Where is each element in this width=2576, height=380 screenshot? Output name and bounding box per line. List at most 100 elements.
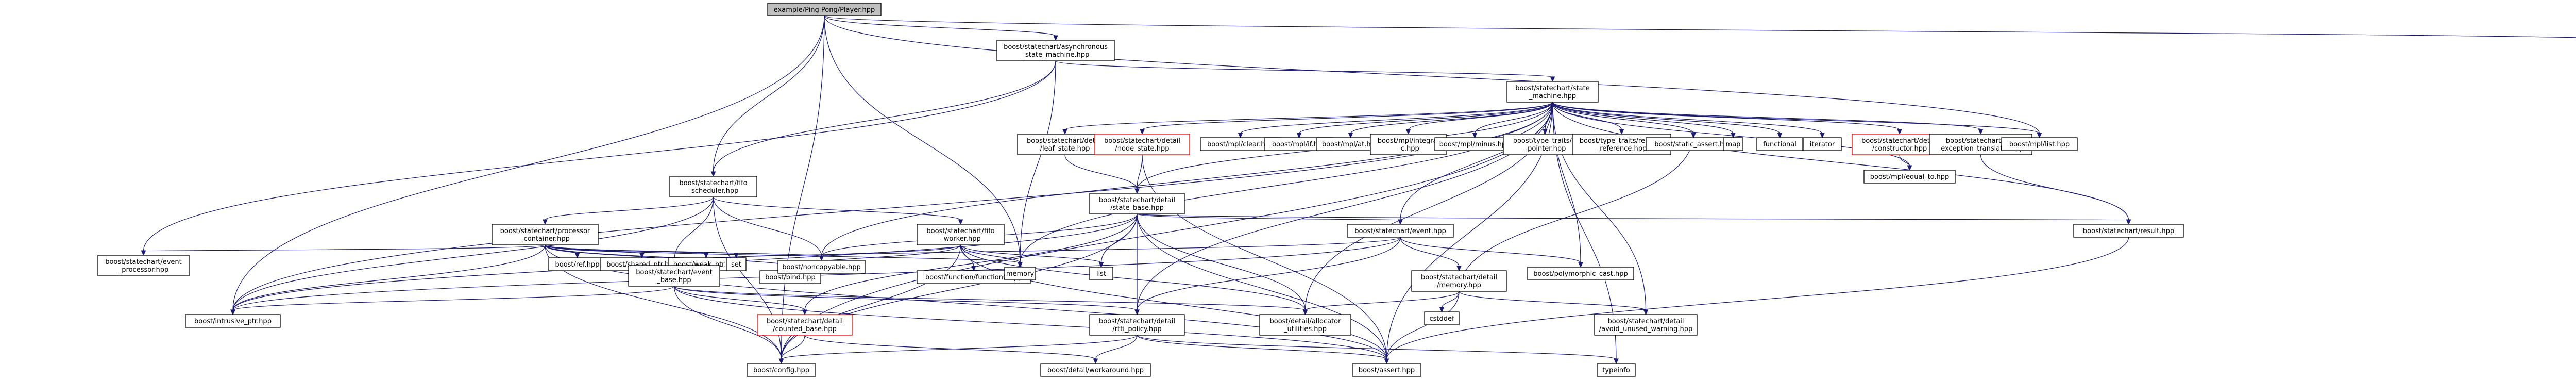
- node-label: boost/assert.hpp: [1359, 367, 1415, 374]
- node-mpl_equal_to[interactable]: boost/mpl/equal_to.hpp: [1863, 170, 1956, 184]
- node-label: boost/mpl/minus.hpp: [1439, 141, 1511, 148]
- node-label: boost/statechart/event.hpp: [1354, 227, 1446, 235]
- node-ref[interactable]: boost/ref.hpp: [548, 257, 606, 271]
- node-label: boost/function/function0.hpp: [925, 274, 1022, 282]
- node-label: boost/statechart/state: [1515, 85, 1589, 92]
- node-list[interactable]: list: [1089, 267, 1113, 280]
- node-assert[interactable]: boost/assert.hpp: [1352, 363, 1421, 377]
- edge-state_machine-to-constructor: [1552, 102, 1902, 135]
- node-mpl_list[interactable]: boost/mpl/list.hpp: [2001, 137, 2078, 151]
- edge-rtti_policy-to-typeinfo: [1137, 335, 1619, 365]
- node-label: boost/statechart/detail: [1099, 318, 1175, 325]
- edge-fifo_worker-to-memory: [960, 244, 1023, 268]
- edge-state_machine-to-map: [1552, 102, 1736, 139]
- node-async[interactable]: boost/statechart/asynchronous_state_mach…: [996, 40, 1115, 61]
- edge-state_base-to-list: [1098, 213, 1138, 268]
- node-map[interactable]: map: [1723, 137, 1743, 151]
- node-label: iterator: [1810, 141, 1835, 148]
- node-box: [185, 314, 281, 328]
- node-config[interactable]: boost/config.hpp: [747, 363, 816, 377]
- node-avoid_unused[interactable]: boost/statechart/detail/avoid_unused_war…: [1594, 314, 1698, 336]
- node-event_processor[interactable]: boost/statechart/event_processor.hpp: [97, 255, 190, 276]
- node-node_state[interactable]: boost/statechart/detail/node_state.hpp: [1094, 134, 1190, 155]
- node-fifo_scheduler[interactable]: boost/statechart/fifo_scheduler.hpp: [669, 176, 757, 197]
- node-box: [1411, 270, 1507, 292]
- edge-fifo_scheduler-to-fifo_worker: [713, 196, 963, 225]
- node-label: boost/mpl/integral: [1378, 137, 1439, 145]
- node-result[interactable]: boost/statechart/result.hpp: [2073, 224, 2184, 238]
- edge-state_base-to-event: [1137, 213, 1403, 225]
- edge-detail_memory-to-avoid_unused: [1459, 291, 1649, 316]
- node-box: [1723, 137, 1743, 151]
- node-box: [1089, 193, 1185, 214]
- edge-event_base-to-rtti_policy: [673, 286, 1140, 316]
- edge-detail_memory-to-static_assert: [1459, 133, 1696, 292]
- edge-state_machine-to-result: [1552, 102, 2131, 225]
- node-polymorphic_cast[interactable]: boost/polymorphic_cast.hpp: [1527, 267, 1634, 280]
- edge-state_machine-to-null_exception: [1552, 102, 1984, 135]
- node-cstddef[interactable]: cstddef: [1424, 311, 1460, 325]
- node-processor_container[interactable]: boost/statechart/processor_container.hpp: [492, 224, 599, 245]
- node-box: [777, 260, 866, 274]
- edge-processor_container-to-event_processor: [141, 244, 546, 256]
- node-label: boost/statechart/detail: [1104, 137, 1180, 145]
- node-fifo_worker[interactable]: boost/statechart/fifo_worker.hpp: [917, 224, 1005, 245]
- node-typeinfo[interactable]: typeinfo: [1597, 363, 1636, 377]
- node-box: [1370, 134, 1447, 155]
- node-box: [1347, 224, 1454, 238]
- node-memory[interactable]: memory: [1004, 267, 1036, 280]
- node-box: [1040, 363, 1151, 377]
- node-rtti_policy[interactable]: boost/statechart/detail/rtti_policy.hpp: [1089, 314, 1185, 336]
- node-label: /counted_base.hpp: [773, 325, 837, 333]
- node-event_base[interactable]: boost/statechart/event_base.hpp: [628, 265, 720, 287]
- node-label: typeinfo: [1602, 367, 1630, 374]
- node-box: [1434, 137, 1515, 151]
- node-allocator_utilities[interactable]: boost/detail/allocator_utilities.hpp: [1259, 314, 1351, 336]
- node-box: [669, 176, 757, 197]
- node-box: [628, 265, 720, 287]
- node-label: boost/mpl/if.hpp: [1272, 141, 1326, 148]
- node-label: boost/type_traits/remove: [1580, 137, 1664, 145]
- node-box: [1004, 267, 1036, 280]
- node-counted_base[interactable]: boost/statechart/detail/counted_base.hpp: [757, 314, 853, 336]
- edge-state_machine-to-memory: [1018, 102, 1553, 268]
- node-label: boost/polymorphic_cast.hpp: [1533, 270, 1628, 278]
- node-state_base[interactable]: boost/statechart/detail/state_base.hpp: [1089, 193, 1185, 214]
- node-box: [726, 257, 747, 271]
- node-box: [1594, 314, 1698, 336]
- node-workaround[interactable]: boost/detail/workaround.hpp: [1040, 363, 1151, 377]
- node-intrusive_ptr[interactable]: boost/intrusive_ptr.hpp: [185, 314, 281, 328]
- edge-null_exception-to-result: [1980, 154, 2131, 225]
- edge-state_base-to-result: [1137, 213, 2131, 225]
- node-state_machine[interactable]: boost/statechart/state_machine.hpp: [1506, 81, 1599, 103]
- node-label: boost/statechart/detail: [1607, 318, 1684, 325]
- edge-event-to-detail_memory: [1400, 237, 1462, 272]
- edge-event_base-to-allocator_utilities: [673, 286, 1308, 316]
- edge-state_machine-to-mpl_clear: [1238, 102, 1553, 139]
- node-iterator[interactable]: iterator: [1803, 137, 1842, 151]
- node-label: boost/statechart/detail: [767, 318, 843, 325]
- node-label: functional: [1763, 141, 1797, 148]
- node-label: cstddef: [1429, 315, 1454, 323]
- edge-state_machine-to-node_state: [1140, 102, 1553, 135]
- node-box: [1506, 81, 1599, 103]
- node-label: boost/bind.hpp: [765, 274, 816, 282]
- node-label: _worker.hpp: [940, 235, 981, 243]
- node-box: [1527, 267, 1634, 280]
- node-noncopyable[interactable]: boost/noncopyable.hpp: [777, 260, 866, 274]
- node-label: _pointer.hpp: [1524, 145, 1566, 153]
- node-box: [2073, 224, 2184, 238]
- node-detail_memory[interactable]: boost/statechart/detail/memory.hpp: [1411, 270, 1507, 292]
- node-event[interactable]: boost/statechart/event.hpp: [1347, 224, 1454, 238]
- edge-async-to-state_machine: [1055, 60, 1555, 82]
- edge-state_machine-to-functional: [1552, 102, 1783, 139]
- node-mpl_integral_c[interactable]: boost/mpl/integral_c.hpp: [1370, 134, 1447, 155]
- node-functional[interactable]: functional: [1756, 137, 1803, 151]
- node-mpl_minus[interactable]: boost/mpl/minus.hpp: [1434, 137, 1515, 151]
- edge-root-to-async: [824, 15, 1058, 41]
- node-set[interactable]: set: [726, 257, 747, 271]
- edge-fifo_worker-to-noncopyable: [819, 244, 961, 261]
- node-box: [1259, 314, 1351, 336]
- edge-layer: [141, 15, 2576, 365]
- node-label: boost/detail/workaround.hpp: [1047, 367, 1144, 374]
